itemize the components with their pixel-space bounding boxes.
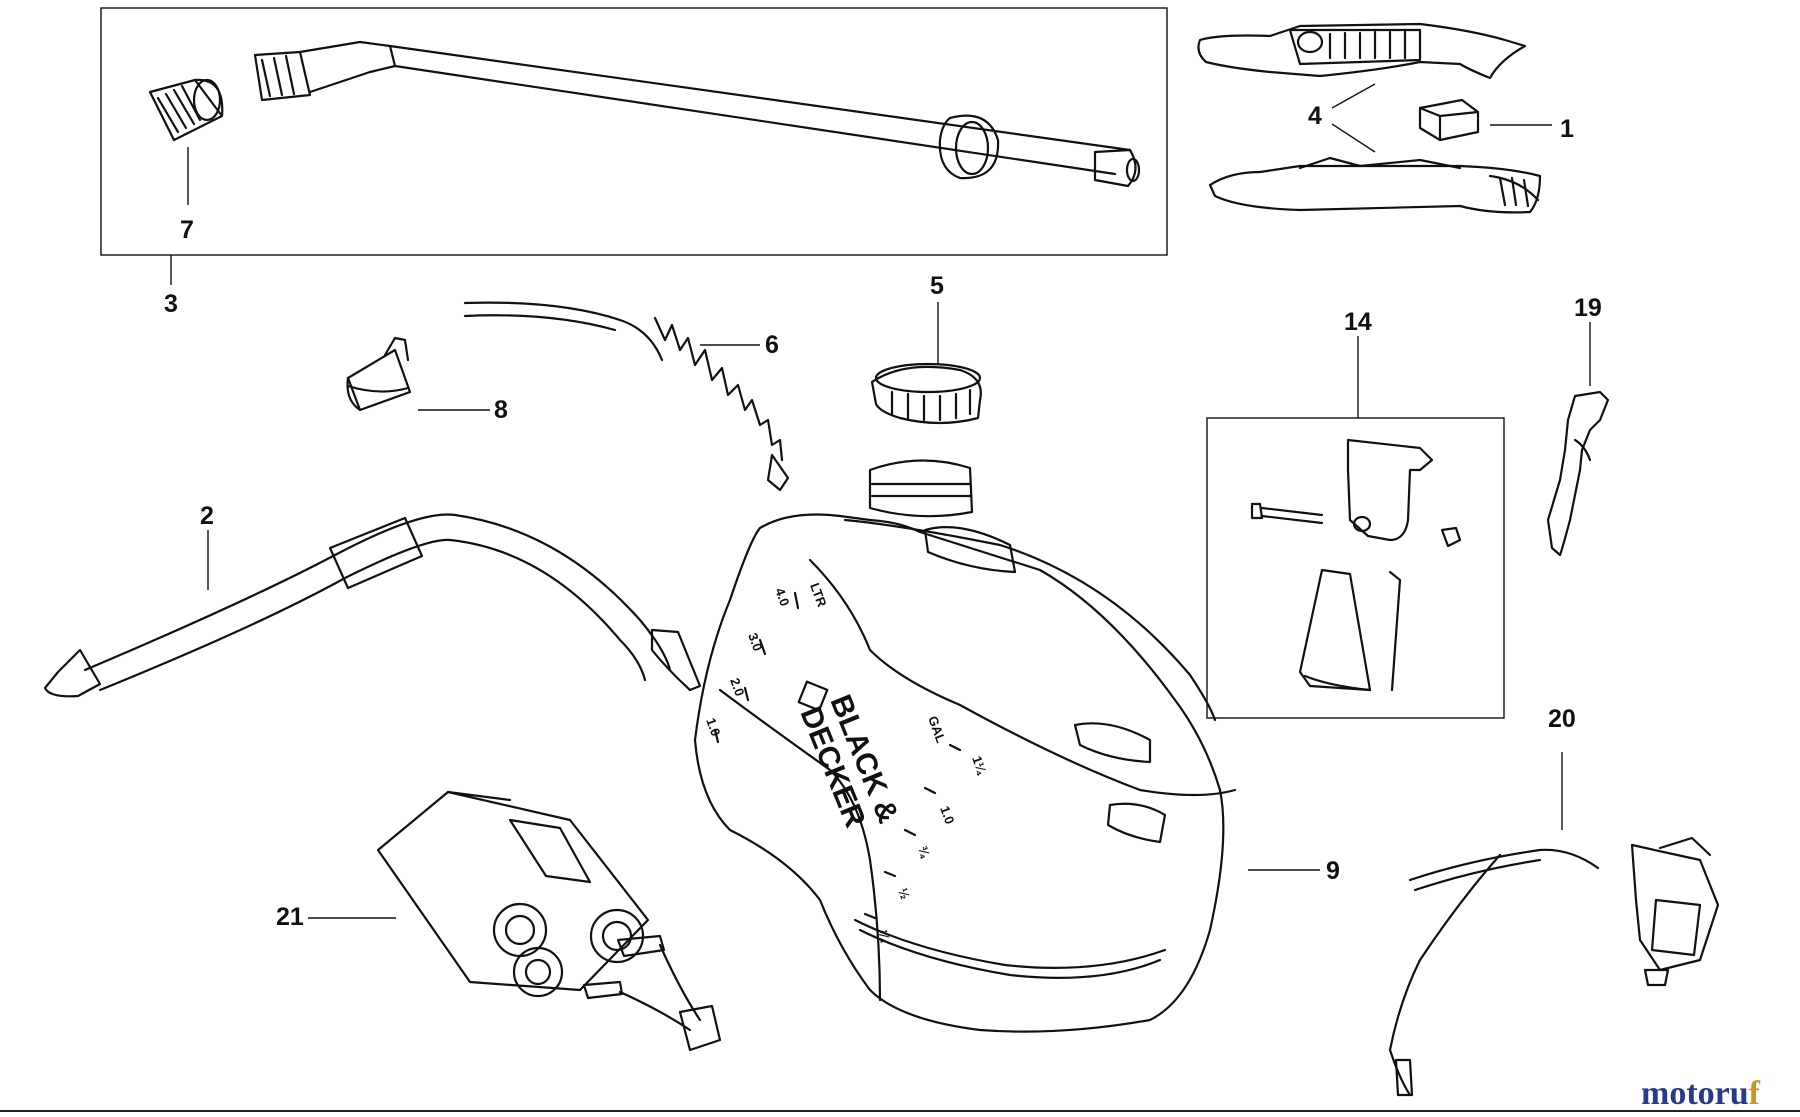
- tank-mark-g12: ½: [895, 886, 913, 901]
- bottom-rule: [0, 1110, 1800, 1112]
- bracket-kit-box: [1206, 417, 1505, 719]
- lance-assembly-box: [100, 7, 1168, 256]
- tank-mark-l30: 3.0: [745, 631, 765, 653]
- part-14-bracket: [1250, 438, 1462, 692]
- part-7-nozzle-cap: [148, 78, 224, 142]
- part-label-14: 14: [1344, 308, 1372, 336]
- watermark-logo: motoruf: [1641, 1075, 1760, 1113]
- tank-mark-l40: 4.0: [772, 586, 792, 608]
- tank-mark-g34: ¾: [915, 844, 933, 860]
- tank-mark-l20: 2.0: [727, 676, 747, 698]
- part-5-tank-cap: [870, 362, 982, 425]
- part-label-1: 1: [1560, 115, 1574, 143]
- part-label-21: 21: [276, 903, 304, 931]
- part-3-lance-wand: [253, 40, 1141, 188]
- part-4-handle-upper: [1197, 22, 1527, 80]
- part-20-charger: [1388, 836, 1720, 1097]
- part-label-20: 20: [1548, 705, 1576, 733]
- part-label-2: 2: [200, 502, 214, 530]
- watermark-part1: motoru: [1641, 1075, 1749, 1112]
- part-label-6: 6: [765, 331, 779, 359]
- part-4-handle-lower: [1208, 156, 1542, 214]
- tank-mark-g10: 1.0: [937, 804, 957, 826]
- part-21-battery-pack: [376, 790, 722, 1052]
- part-label-4: 4: [1308, 102, 1322, 130]
- part-label-5: 5: [930, 272, 944, 300]
- part-8-filter: [346, 336, 412, 412]
- tank-mark-l10: 1.0: [703, 716, 723, 738]
- tank-mark-g114: 1¼: [969, 754, 990, 777]
- part-label-9: 9: [1326, 857, 1340, 885]
- part-2-strap: [43, 513, 702, 698]
- part-label-7: 7: [180, 216, 194, 244]
- part-6-suction-hose: [463, 301, 790, 492]
- part-9-tank: [693, 459, 1237, 1033]
- part-1-switch: [1418, 98, 1480, 142]
- tank-mark-gal: GAL: [925, 714, 949, 745]
- tank-mark-ltr: LTR: [807, 581, 830, 610]
- part-19-clip: [1546, 390, 1610, 557]
- part-label-19: 19: [1574, 294, 1602, 322]
- watermark-part2: f: [1748, 1075, 1760, 1112]
- part-label-8: 8: [494, 396, 508, 424]
- part-label-3: 3: [164, 290, 178, 318]
